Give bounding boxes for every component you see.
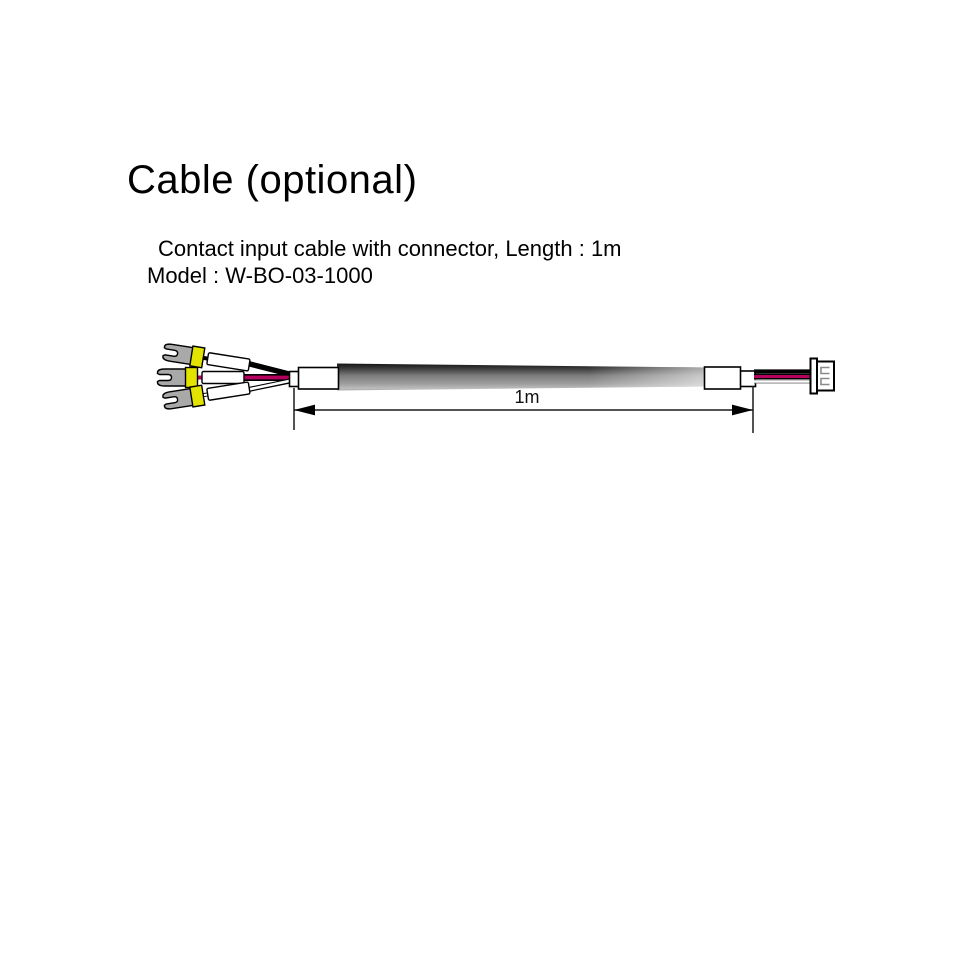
- description-line-1: Contact input cable with connector, Leng…: [158, 236, 622, 261]
- cable-body-highlight: [337, 363, 707, 391]
- cable-boot-left: [288, 366, 340, 390]
- terminal-sleeve: [206, 352, 251, 372]
- terminal-sleeve: [201, 370, 245, 385]
- terminal-band: [184, 366, 199, 389]
- left-wires: [240, 360, 296, 393]
- right-wires: [754, 369, 812, 384]
- fork-lug: [156, 368, 188, 387]
- description-line-2: Model : W-BO-03-1000: [147, 263, 373, 288]
- fork-terminal-bottom: [162, 381, 251, 410]
- dimension-label: 1m: [514, 387, 539, 407]
- fork-lug: [162, 387, 195, 410]
- terminal-band: [189, 384, 206, 408]
- dimension: 1m: [293, 386, 754, 433]
- connector-pin-slot-bottom: [820, 377, 830, 386]
- wire-white-core: [245, 378, 295, 392]
- connector: [809, 357, 835, 395]
- arrowhead-left: [294, 404, 315, 416]
- page-title: Cable (optional): [127, 158, 418, 202]
- arrowhead-right: [732, 404, 753, 416]
- terminal-band: [189, 345, 206, 369]
- boot-main: [297, 366, 340, 390]
- fork-terminal-middle: [156, 366, 245, 389]
- connector-pin-slot-top: [820, 366, 830, 375]
- boot-step: [738, 370, 757, 388]
- terminal-sleeve: [206, 381, 251, 401]
- wire-black: [245, 360, 296, 379]
- connector-housing: [816, 360, 835, 392]
- boot-main: [703, 366, 742, 390]
- fork-terminal-top: [162, 343, 251, 372]
- cable-boot-right: [703, 366, 757, 390]
- fork-lug: [162, 343, 195, 366]
